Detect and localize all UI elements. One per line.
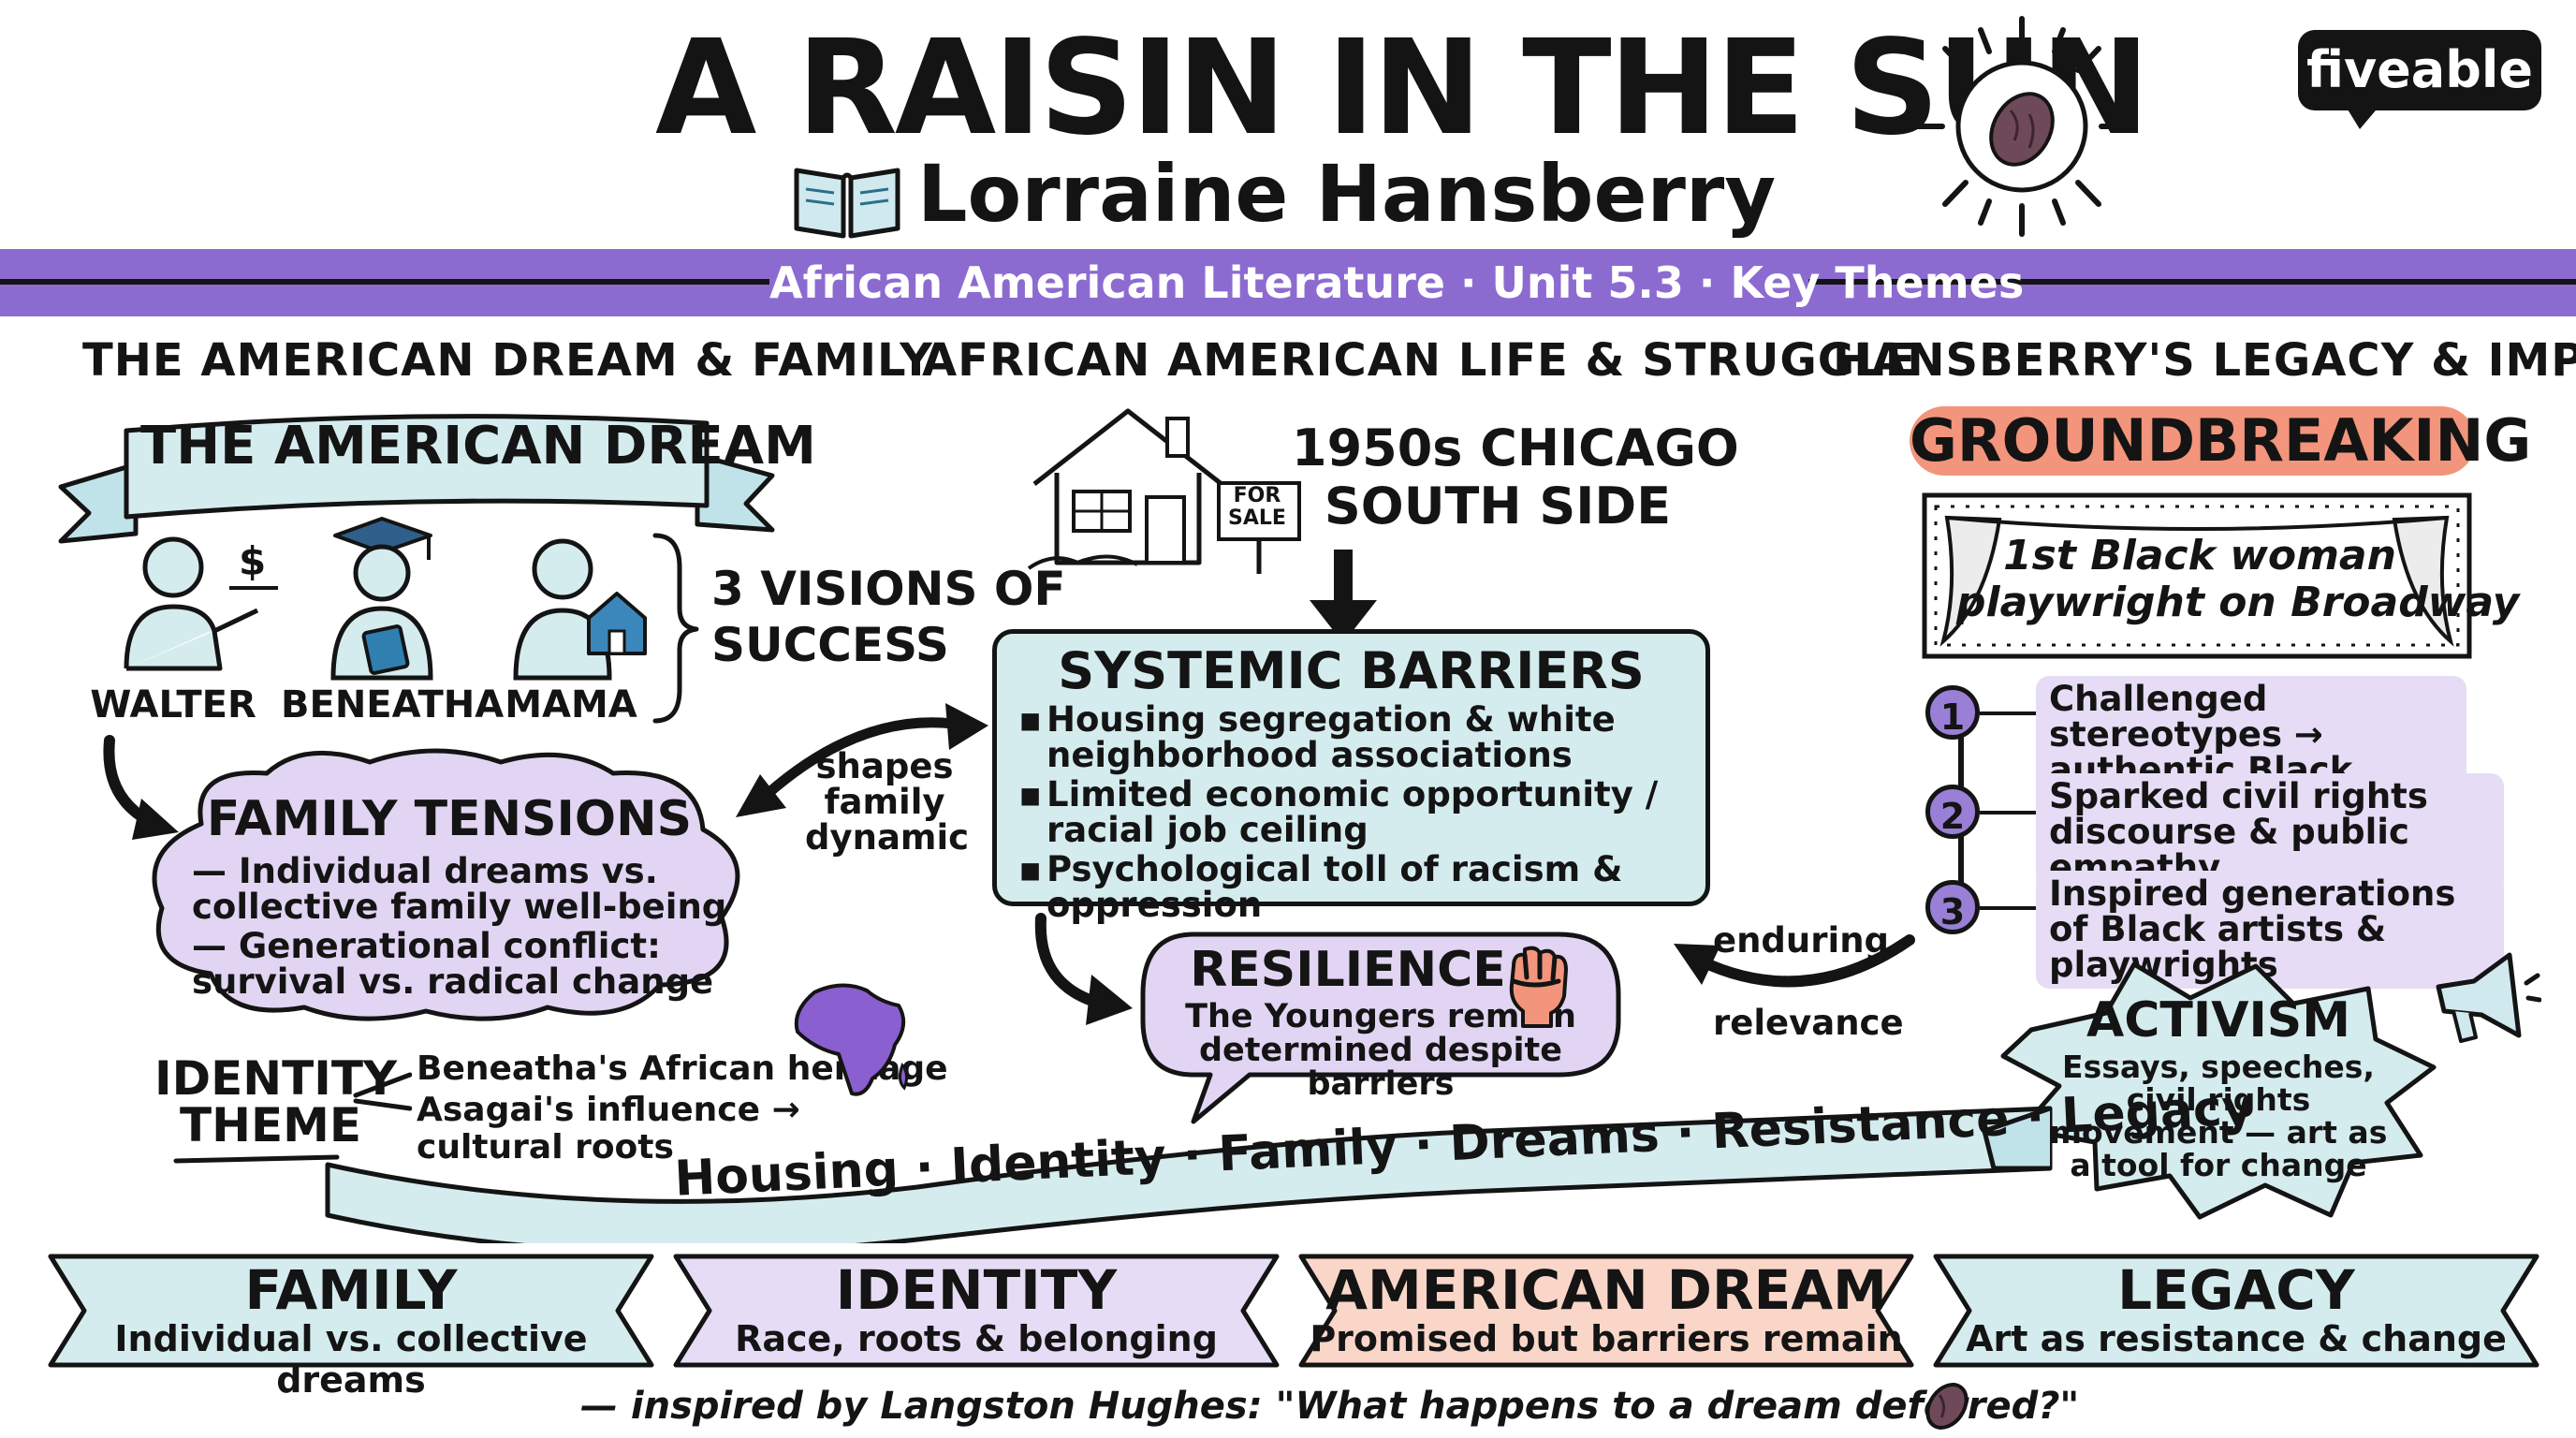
barriers-to-resilience-arrow: [1034, 913, 1133, 1025]
for-sale-sign-icon: [1217, 481, 1301, 541]
enduring-label: enduring: [1713, 920, 1890, 961]
activism-burst: [2000, 961, 2437, 1220]
theme-family-sub: Individual vs. collective dreams: [114, 1318, 588, 1401]
theme-legacy-title: LEGACY: [2117, 1258, 2355, 1322]
impact-number-3: 3: [1925, 880, 1980, 934]
barrier-item: Housing segregation & white neighborhood…: [1018, 702, 1692, 773]
american-dream-banner: [58, 414, 775, 544]
impact-connectors: [1980, 712, 2036, 910]
raisin-icon: [1925, 1383, 1969, 1430]
for-sale-sign-label: FOR SALE: [1228, 484, 1286, 530]
theme-american-dream-sub: Promised but barriers remain: [1310, 1318, 1903, 1359]
theme-identity-sub: Race, roots & belonging: [735, 1318, 1218, 1359]
resilience-text: The Youngers remain determined despite b…: [1185, 998, 1576, 1103]
theme-box-identity-shape: [673, 1254, 1280, 1368]
location-line1: 1950s CHICAGO: [1292, 418, 1739, 477]
logo-tail: [2345, 105, 2380, 129]
character-walter: WALTER: [90, 683, 256, 726]
theme-box-legacy-shape: [1933, 1254, 2539, 1368]
theme-box-american-dream-shape: [1298, 1254, 1914, 1368]
walter-figure-icon: [124, 536, 278, 671]
location-to-barriers-arrow: [1310, 550, 1377, 643]
theme-identity-title: IDENTITY: [835, 1258, 1118, 1322]
identity-connectors: [173, 1072, 412, 1164]
fist-icon: [1509, 946, 1568, 1028]
theme-legacy-sub: Art as resistance & change: [1966, 1318, 2507, 1359]
africa-map-icon: [794, 983, 909, 1096]
house-icon: [1027, 408, 1262, 574]
visions-brace: [652, 533, 699, 724]
groundbreaking-label: GROUNDBREAKING: [1910, 406, 2532, 475]
american-dream-banner-label: THE AMERICAN DREAM: [140, 416, 816, 477]
sun-raisin-icon: [1909, 16, 2135, 237]
relevance-label: relevance: [1713, 1003, 1904, 1043]
tension-item: — Generational conflict: survival vs. ra…: [192, 926, 714, 1002]
character-mama: MAMA: [505, 683, 637, 726]
impact-item-3: Inspired generations of Black artists & …: [2036, 871, 2504, 989]
mama-figure-icon: [513, 538, 647, 681]
author-name: Lorraine Hansberry: [917, 148, 1777, 240]
family-tensions-list: — Individual dreams vs. collective famil…: [192, 854, 735, 1000]
visions-label-line2: SUCCESS: [711, 618, 949, 672]
book-icon: [794, 168, 900, 239]
family-tensions-cloud: [152, 748, 740, 1021]
barrier-item: Psychological toll of racism & oppressio…: [1018, 852, 1692, 923]
barrier-item: Limited economic opportunity / racial jo…: [1018, 777, 1692, 848]
shapes-family-label: shapes family dynamic: [805, 746, 970, 858]
identity-theme-line2: THEME: [180, 1098, 362, 1152]
first-black-woman-line1: 1st Black woman: [2003, 532, 2396, 580]
beneatha-figure-icon: [330, 517, 433, 681]
enduring-relevance-arrow: [1674, 934, 1915, 988]
theater-curtain-icon: [1922, 492, 2472, 659]
location-line2: SOUTH SIDE: [1324, 477, 1672, 536]
walter-to-tensions-arrow: [103, 735, 179, 840]
footer-quote: — inspired by Langston Hughes: "What hap…: [580, 1385, 2080, 1428]
family-tensions-title: FAMILY TENSIONS: [206, 791, 693, 847]
resilience-title: RESILIENCE: [1190, 942, 1506, 998]
systemic-barriers-list: Housing segregation & white neighborhood…: [1018, 702, 1692, 923]
impact-number-1: 1: [1925, 685, 1980, 740]
course-band-label: African American Literature · Unit 5.3 ·…: [769, 249, 2024, 316]
systemic-barriers-title: SYSTEMIC BARRIERS: [1058, 641, 1645, 700]
groundbreaking-pill: [1910, 406, 2476, 476]
theme-american-dream-title: AMERICAN DREAM: [1325, 1258, 1887, 1322]
character-beneatha: BENEATHA: [281, 683, 505, 726]
dollar-sign-icon: $: [239, 538, 267, 584]
theme-box-family-shape: [48, 1254, 654, 1368]
resilience-bubble: [1140, 932, 1621, 1124]
themes-ribbon: [325, 1106, 2053, 1243]
column-heading-middle: AFRICAN AMERICAN LIFE & STRUGGLE: [922, 334, 1917, 387]
megaphone-icon: [2436, 952, 2541, 1043]
identity-item-asagai: Asagai's influence → cultural roots: [417, 1091, 800, 1167]
column-heading-left: THE AMERICAN DREAM & FAMILY: [82, 334, 933, 387]
fiveable-logo: fiveable: [2298, 30, 2541, 110]
activism-text: Essays, speeches, civil rights movement …: [2049, 1049, 2388, 1183]
impact-number-2: 2: [1925, 785, 1980, 839]
visions-label-line1: 3 VISIONS OF: [711, 562, 1066, 616]
theme-family-title: FAMILY: [244, 1258, 458, 1322]
first-black-woman-line2: playwright on Broadway: [1956, 579, 2520, 626]
shapes-double-arrow: [736, 703, 988, 817]
activism-title: ACTIVISM: [2086, 992, 2350, 1049]
column-heading-right: HANSBERRY'S LEGACY & IMPACT: [1833, 334, 2576, 387]
tension-item: — Individual dreams vs. collective famil…: [192, 851, 727, 927]
